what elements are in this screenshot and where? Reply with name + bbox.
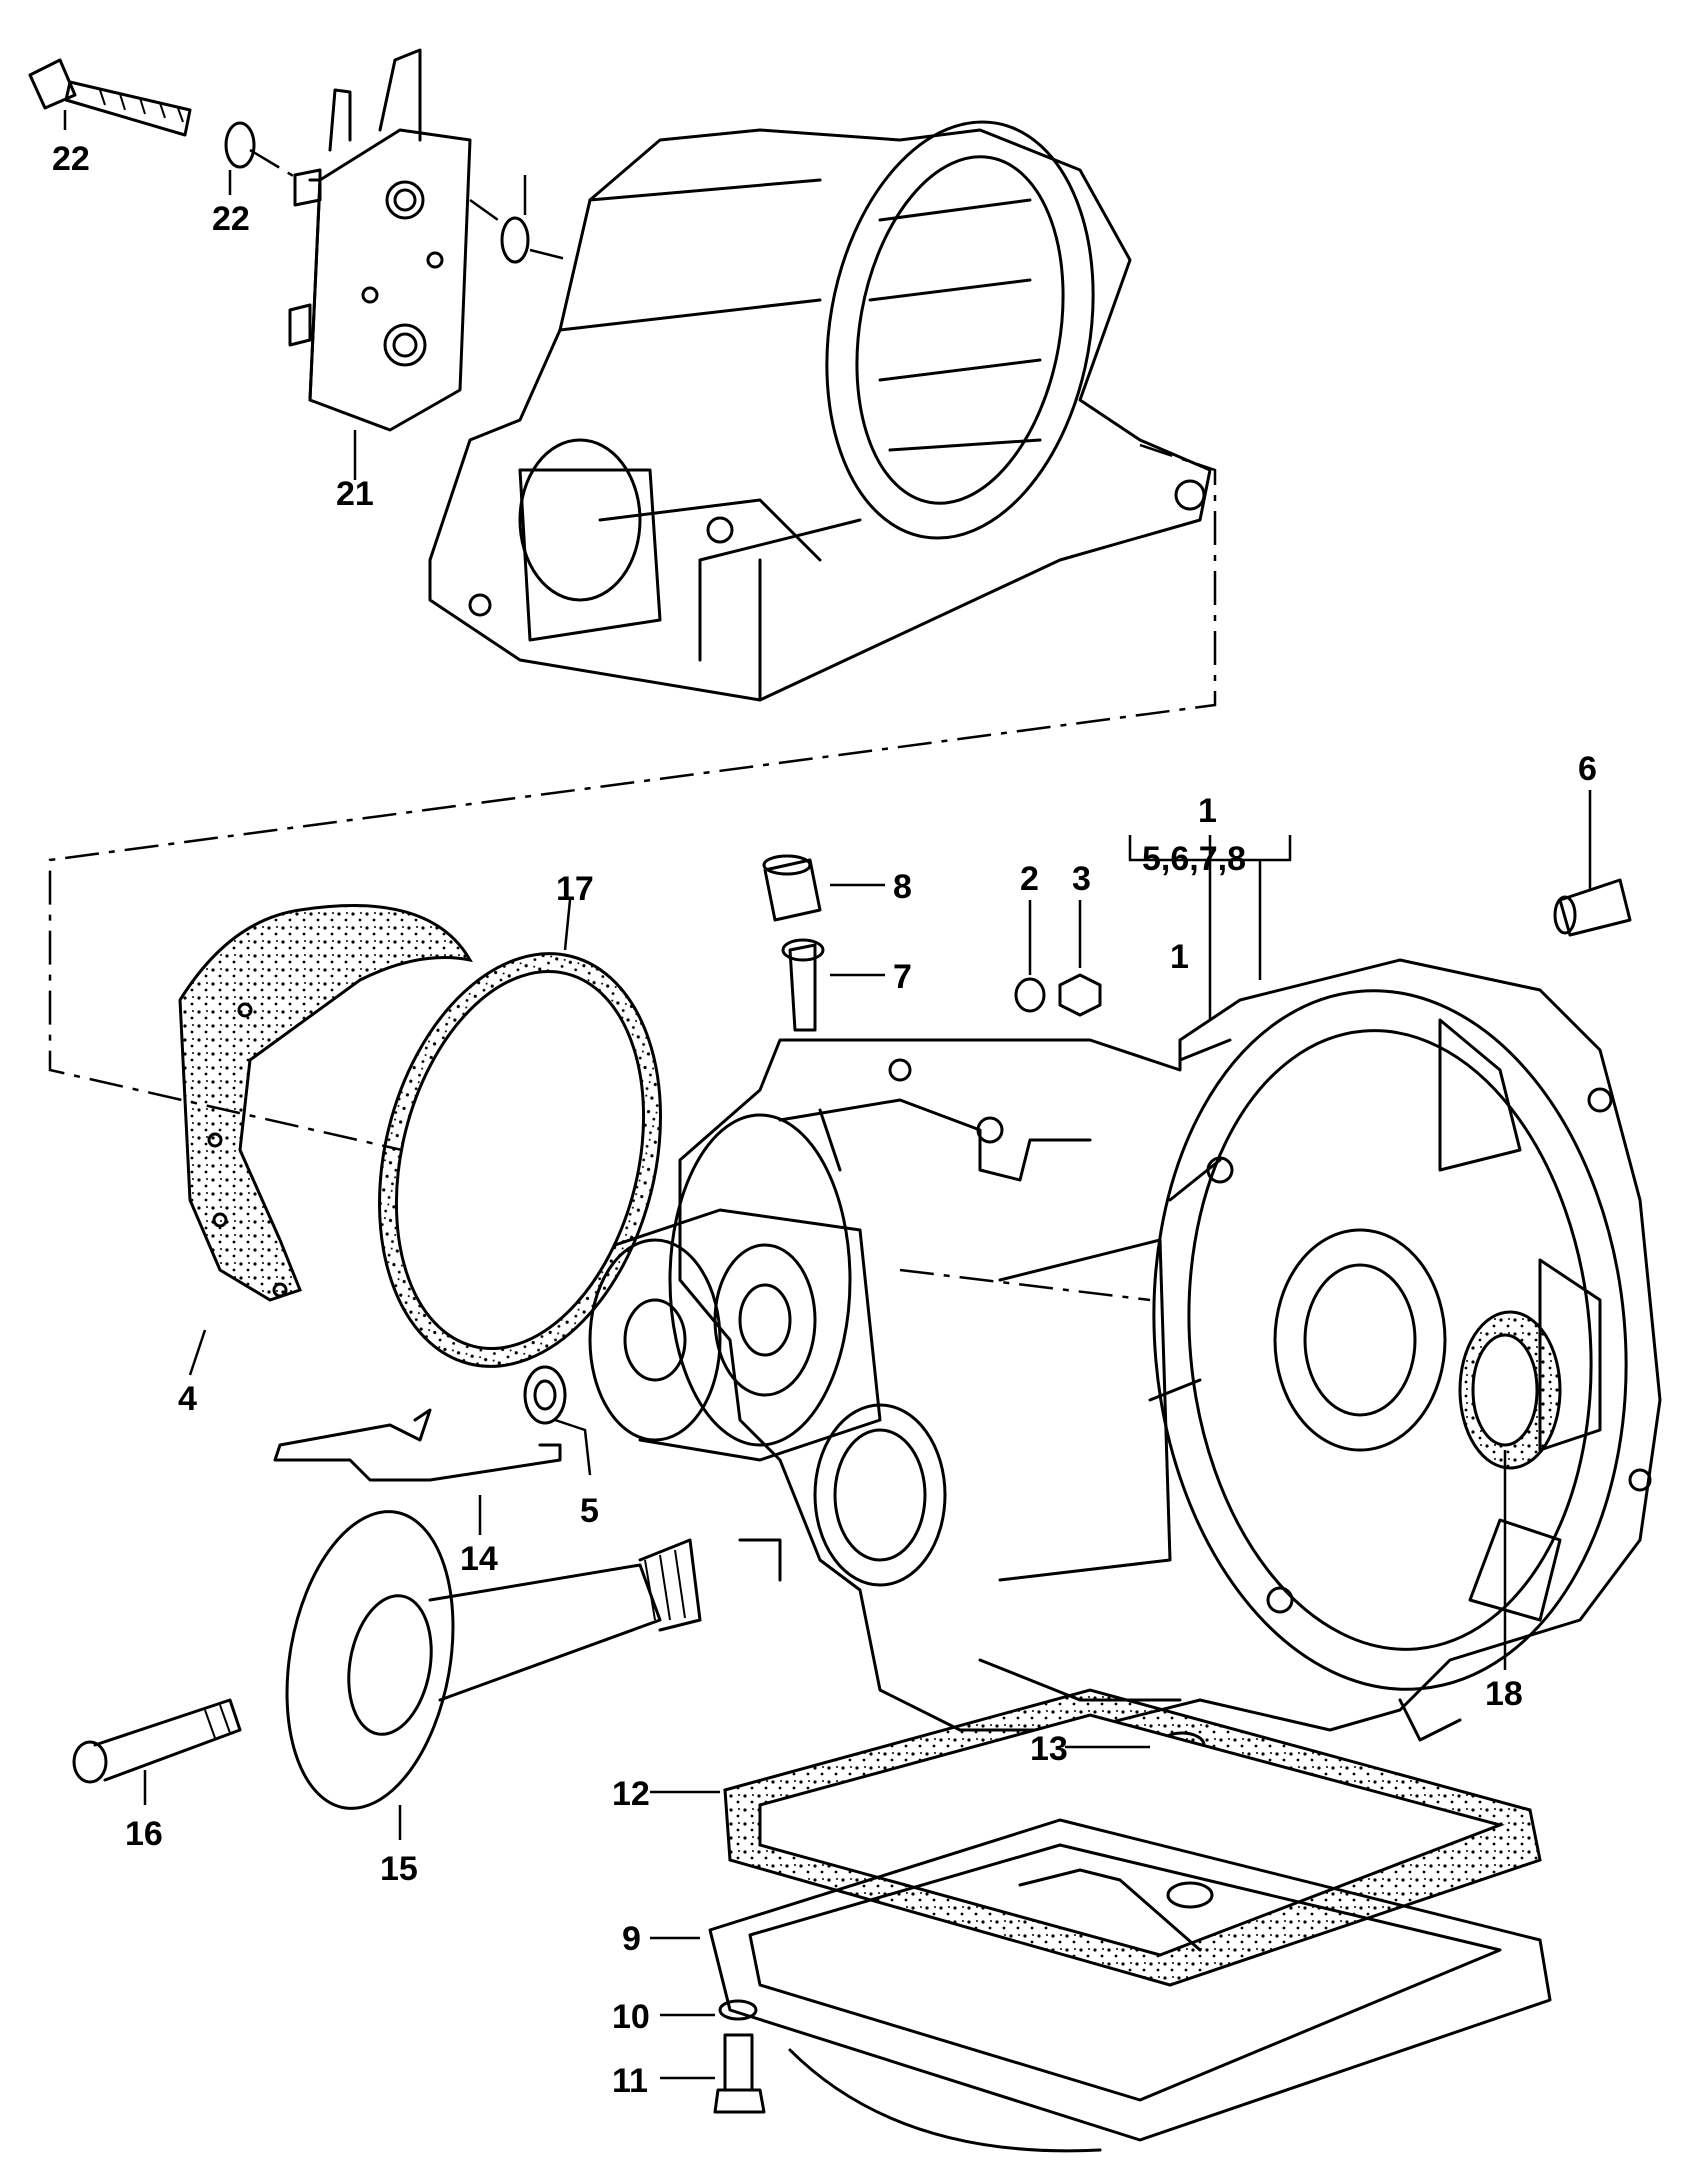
- plug-6: [1553, 878, 1632, 937]
- seal-5-inner: [533, 1379, 557, 1411]
- o-ring-22-left: [224, 121, 256, 169]
- gasket-4: [178, 904, 473, 1302]
- part-7: [781, 938, 825, 1032]
- bolt-21: [28, 58, 192, 137]
- callout-12: 12: [612, 1775, 650, 1813]
- callout-1: 1: [1170, 938, 1189, 976]
- washer-2: [1014, 977, 1046, 1013]
- callout-13: 13: [1030, 1730, 1068, 1768]
- bolt-16: [72, 1698, 242, 1784]
- callout-labels: 22 22 21 1 5,6,7,8 1 2 3 6 8 7 17 4 5 14…: [52, 140, 1597, 2100]
- callout-1-sub: 5,6,7,8: [1142, 840, 1246, 878]
- o-ring-22-right: [500, 216, 530, 264]
- part-8: [762, 854, 822, 922]
- callout-18: 18: [1485, 1675, 1523, 1713]
- nut-3: [1058, 973, 1102, 1017]
- shaft-15: [285, 1510, 702, 1810]
- callout-17: 17: [556, 870, 594, 908]
- callout-5: 5: [580, 1492, 599, 1530]
- callout-9: 9: [622, 1920, 641, 1958]
- callout-4: 4: [178, 1380, 197, 1418]
- assembly-line-upper: [48, 443, 1217, 1302]
- callout-20: 21: [336, 475, 374, 513]
- spring-clip-14: [273, 1408, 562, 1482]
- leader-lines: [63, 110, 1592, 2080]
- seal-5: [523, 1365, 567, 1425]
- callout-8: 8: [893, 868, 912, 906]
- gasket-17: [378, 952, 662, 1368]
- callout-16: 16: [125, 1815, 163, 1853]
- callout-10: 10: [612, 1998, 650, 2036]
- bolt-11: [713, 2033, 766, 2114]
- callout-11: 11: [612, 2062, 648, 2100]
- assembly-line-oring: [249, 148, 571, 262]
- callout-2: 2: [1020, 860, 1039, 898]
- callout-21: 22: [52, 140, 90, 178]
- callout-15: 15: [380, 1850, 418, 1888]
- callout-22-left: 22: [212, 200, 250, 238]
- callout-3: 3: [1072, 860, 1091, 898]
- seal-18: [1458, 1310, 1562, 1470]
- callout-14: 14: [460, 1540, 498, 1578]
- pump-cover: [288, 48, 472, 432]
- washer-10: [718, 1999, 758, 2021]
- callout-7: 7: [893, 958, 912, 996]
- converter-housing: [428, 120, 1212, 702]
- callout-6: 6: [1578, 750, 1597, 788]
- oil-pan-9: [708, 1818, 1552, 2153]
- callout-1-top: 1: [1198, 792, 1217, 830]
- gearbox-housing: [588, 958, 1662, 1742]
